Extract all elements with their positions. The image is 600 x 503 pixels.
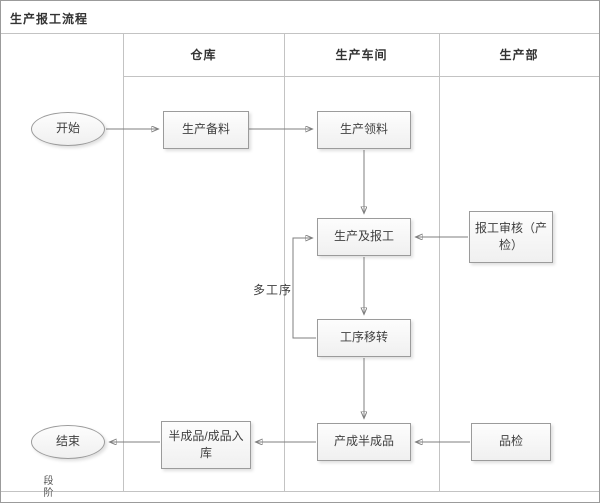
diagram-title: 生产报工流程 (10, 12, 89, 26)
node-semi-finished: 产成半成品 (317, 423, 411, 461)
arrow-transfer-loop-to-report (292, 238, 316, 339)
node-quality-check: 品检 (471, 423, 551, 461)
node-label: 生产及报工 (333, 229, 394, 244)
node-label: 品检 (498, 434, 523, 449)
lane-header-workshop: 生产车间 (284, 33, 439, 76)
node-process-transfer: 工序移转 (317, 319, 411, 357)
node-report-audit: 报工审核（产检） (469, 211, 553, 263)
title-divider (1, 33, 599, 34)
node-label: 报工审核（产检） (474, 220, 547, 252)
lane-label: 生产车间 (335, 48, 388, 62)
node-label: 产成半成品 (333, 434, 394, 449)
lane-bottom-line (1, 491, 599, 492)
lane-label: 生产部 (499, 48, 539, 62)
node-material-prep: 生产备料 (163, 111, 249, 149)
lane-line-2 (284, 33, 285, 491)
node-start: 开始 (31, 112, 105, 146)
node-label: 半成品/成品入库 (168, 428, 244, 460)
node-end: 结束 (31, 425, 105, 459)
node-label: 开始 (55, 121, 80, 136)
node-material-pick: 生产领料 (317, 111, 411, 149)
lane-header-warehouse: 仓库 (123, 33, 284, 76)
node-warehouse-instock: 半成品/成品入库 (161, 421, 251, 469)
node-production-report: 生产及报工 (317, 218, 411, 256)
lane-line-1 (123, 33, 124, 491)
node-label: 生产备料 (181, 122, 230, 137)
loop-edge-label: 多工序 (253, 283, 293, 297)
lane-header-divider (123, 76, 599, 77)
node-label: 生产领料 (339, 122, 388, 137)
node-label: 工序移转 (339, 330, 388, 345)
lane-label: 仓库 (190, 48, 217, 62)
lane-header-production-dept: 生产部 (439, 33, 599, 76)
node-label: 结束 (55, 434, 80, 449)
lane-line-3 (439, 33, 440, 491)
phase-side-label: 段阶 (41, 475, 52, 499)
